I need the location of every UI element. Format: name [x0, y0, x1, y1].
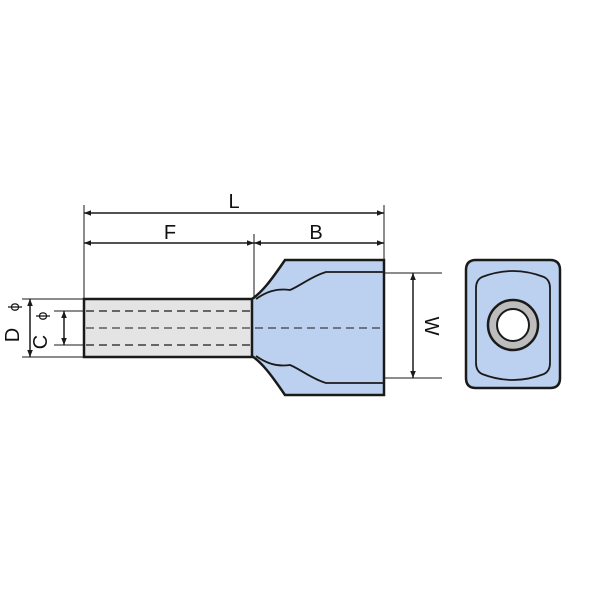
dimension-F-label: F: [164, 222, 176, 244]
dimension-C-phi-symbol: ϕ: [35, 311, 51, 320]
insulation-collar: [250, 258, 386, 397]
end-view-inner-outline: [475, 270, 551, 381]
dimension-C-label: C: [30, 335, 52, 349]
dimension-W-label: W: [420, 317, 442, 336]
collar-inner-top-line: [255, 271, 384, 300]
end-view-hole: [496, 308, 530, 342]
dimension-D-label: D: [2, 328, 24, 342]
dimension-L-label: L: [228, 191, 239, 213]
collar-inner-bottom-line: [255, 355, 384, 384]
dimension-B-label: B: [309, 222, 322, 244]
dimension-D-phi-symbol: ϕ: [7, 302, 23, 311]
